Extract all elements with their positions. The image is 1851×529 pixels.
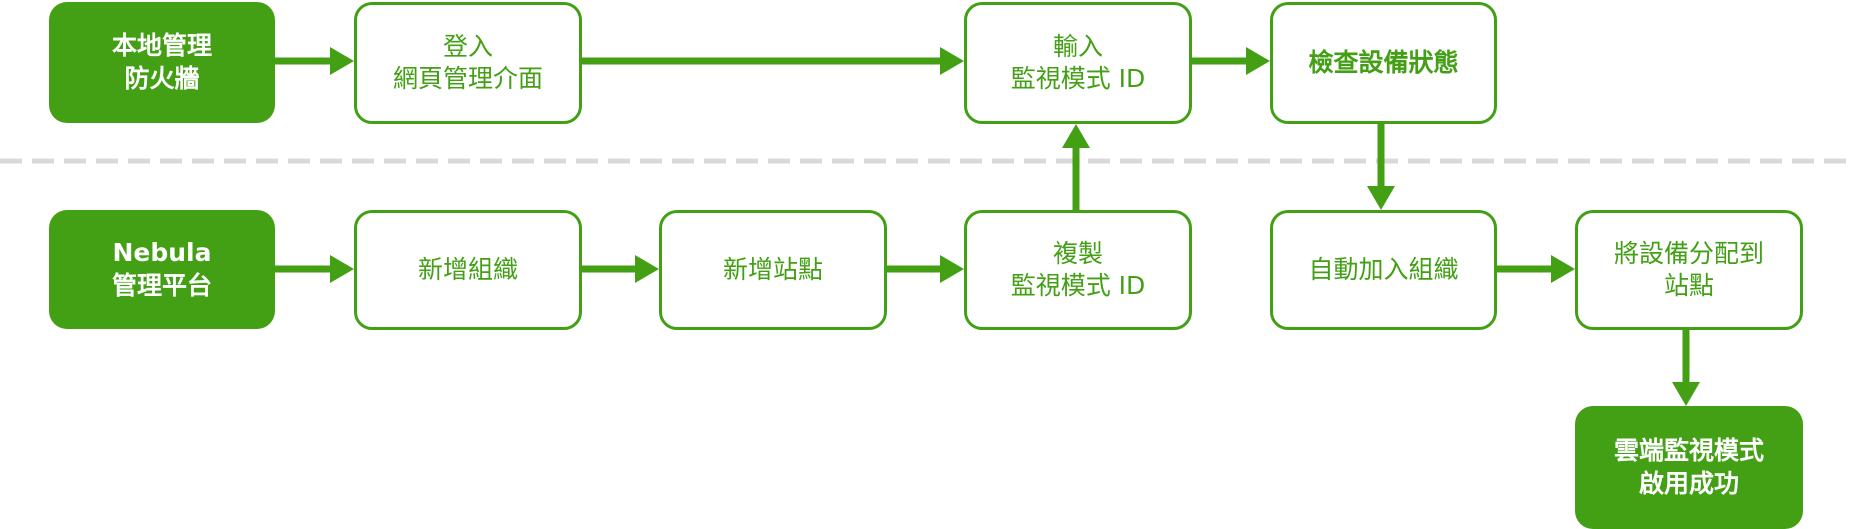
node-web-login-line-1: 登入 (442, 31, 493, 61)
node-auto-join-organization: 自動加入組織 (1270, 210, 1497, 330)
node-cloud-monitor-success: 雲端監視模式 啟用成功 (1575, 406, 1803, 529)
node-local-firewall: 本地管理 防火牆 (49, 2, 275, 123)
node-web-login-line-2: 網頁管理介面 (392, 64, 543, 93)
arrow-firewall-to-login (275, 47, 354, 75)
node-assign-device-to-site-line-1: 將設備分配到 (1613, 238, 1764, 268)
arrow-auto-join-to-assign-site (1497, 255, 1575, 283)
node-copy-monitor-id: 複製 監視模式 ID (964, 210, 1192, 330)
node-copy-monitor-id-line-2: 監視模式 ID (1010, 271, 1146, 300)
node-check-device-status-line-1: 檢查設備狀態 (1308, 47, 1459, 77)
node-enter-monitor-id-line-1: 輸入 (1052, 31, 1103, 61)
node-add-organization-line-1: 新增組織 (417, 254, 518, 284)
node-assign-device-to-site: 將設備分配到 站點 (1575, 210, 1803, 330)
node-enter-monitor-id-line-2: 監視模式 ID (1010, 64, 1146, 93)
node-check-device-status: 檢查設備狀態 (1270, 2, 1497, 124)
arrow-nebula-to-add-org (275, 255, 354, 283)
arrow-assign-site-to-cloud-success (1672, 330, 1700, 406)
arrow-enter-id-to-check-status (1192, 47, 1270, 75)
node-copy-monitor-id-line-1: 複製 (1052, 238, 1103, 268)
node-enter-monitor-id: 輸入 監視模式 ID (964, 2, 1192, 124)
node-nebula-platform-line-2: 管理平台 (111, 270, 212, 300)
node-cloud-monitor-success-line-2: 啟用成功 (1638, 468, 1739, 498)
node-local-firewall-line-1: 本地管理 (111, 31, 212, 60)
arrow-add-site-to-copy-id (887, 255, 964, 283)
node-cloud-monitor-success-line-1: 雲端監視模式 (1613, 436, 1764, 465)
node-nebula-platform: Nebula 管理平台 (49, 210, 275, 329)
node-add-site-line-1: 新增站點 (722, 254, 823, 284)
node-nebula-platform-line-1: Nebula (112, 238, 212, 267)
arrow-login-to-enter-id (582, 47, 964, 75)
arrow-add-org-to-add-site (582, 255, 659, 283)
arrow-check-status-to-auto-join (1367, 124, 1395, 210)
arrow-copy-id-to-enter-id (1062, 124, 1090, 210)
node-assign-device-to-site-line-2: 站點 (1663, 271, 1714, 300)
node-local-firewall-line-2: 防火牆 (124, 63, 200, 93)
node-add-site: 新增站點 (659, 210, 887, 330)
node-auto-join-organization-line-1: 自動加入組織 (1308, 254, 1459, 284)
node-web-login: 登入 網頁管理介面 (354, 2, 582, 124)
node-add-organization: 新增組織 (354, 210, 582, 330)
